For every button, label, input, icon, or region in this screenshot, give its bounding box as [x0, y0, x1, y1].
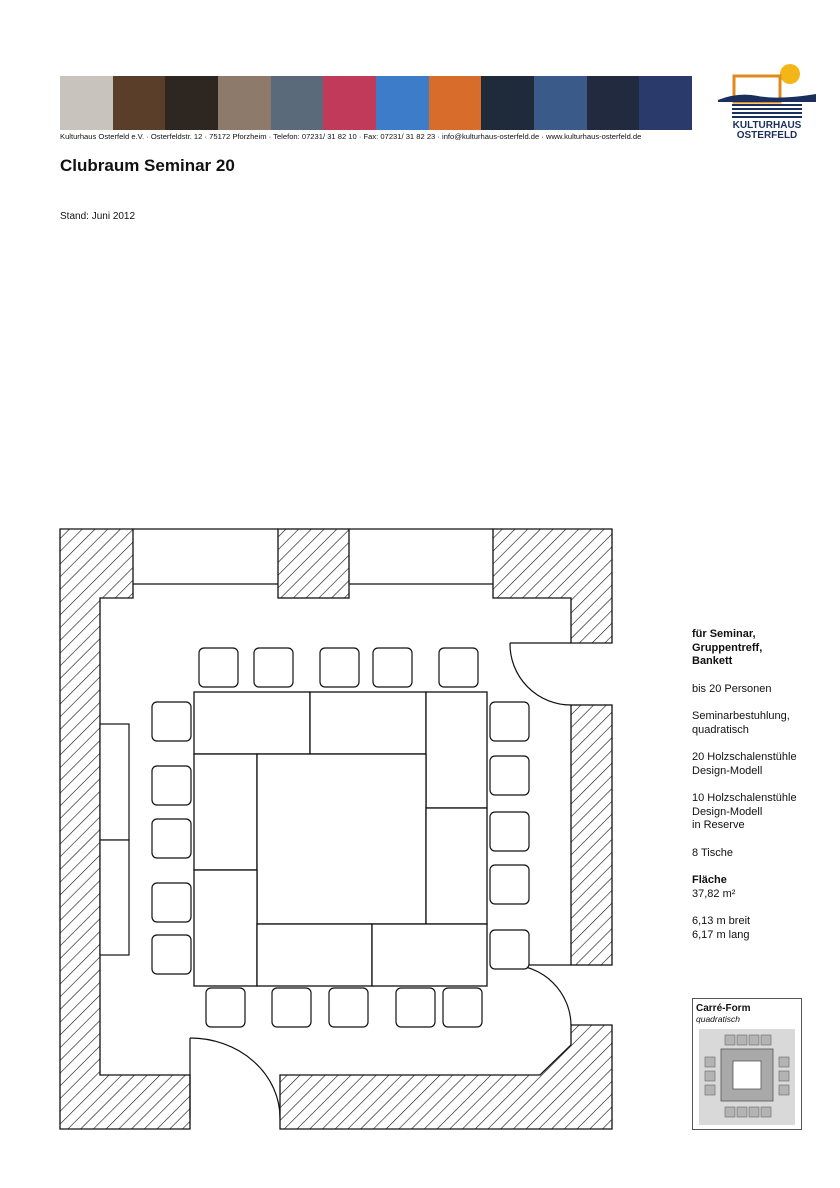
kulturhaus-logo [718, 64, 816, 118]
contact-line: Kulturhaus Osterfeld e.V. · Osterfeldstr… [60, 132, 642, 141]
banner-photo-12 [639, 76, 692, 130]
carre-chair [704, 1056, 716, 1068]
banner-photo-7 [376, 76, 429, 130]
chair [489, 864, 530, 905]
banner-photo-1 [60, 76, 113, 130]
floor-plan [59, 528, 613, 1130]
banner-photo-8 [428, 76, 482, 130]
wall-pillar-top [277, 528, 350, 599]
banner-photo-6 [323, 76, 377, 130]
logo-line-1: KULTURHAUS [732, 120, 802, 131]
sideboard [99, 723, 130, 956]
chair [151, 934, 192, 975]
wall-bottom-right [279, 1024, 613, 1130]
chair [489, 929, 530, 970]
carre-subtitle: quadratisch [696, 1014, 740, 1024]
wall-left [59, 528, 191, 1130]
info-chairs: 20 Holzschalenstühle Design-Modell [692, 751, 797, 777]
banner-photo-10 [534, 76, 587, 130]
wall-top-right [492, 528, 613, 644]
chair [198, 647, 239, 688]
info-width: 6,13 m breit [692, 915, 751, 927]
chair [438, 647, 479, 688]
chair [442, 987, 483, 1028]
info-area-label: Fläche [692, 874, 727, 886]
chair [328, 987, 369, 1028]
carre-chair [778, 1070, 790, 1082]
table [193, 753, 258, 871]
logo-line-2: OSTERFELD [736, 130, 798, 141]
banner-photo-3 [165, 76, 219, 130]
carre-chair [778, 1084, 790, 1096]
room-info: für Seminar, Gruppentreff, Bankett bis 2… [692, 628, 832, 956]
header-photo-banner [60, 76, 692, 130]
banner-photo-11 [586, 76, 640, 130]
chair [395, 987, 436, 1028]
info-seating: Seminarbestuhlung, quadratisch [692, 710, 790, 736]
info-usage: für Seminar, Gruppentreff, Bankett [692, 628, 763, 667]
chair [489, 755, 530, 796]
carre-chair [736, 1106, 748, 1118]
info-area-value: 37,82 m² [692, 887, 736, 900]
table [425, 691, 488, 809]
info-reserve: 10 Holzschalenstühle Design-Modell in Re… [692, 792, 797, 831]
chair [372, 647, 413, 688]
carre-chair [704, 1070, 716, 1082]
chair [489, 811, 530, 852]
table [371, 923, 488, 987]
info-capacity: bis 20 Personen [692, 682, 772, 695]
table [425, 807, 488, 925]
chair [319, 647, 360, 688]
info-length: 6,17 m lang [692, 928, 750, 941]
carre-diagram [699, 1029, 795, 1125]
chair [151, 818, 192, 859]
chair [151, 882, 192, 923]
carre-chair [748, 1106, 760, 1118]
carre-chair [760, 1106, 772, 1118]
table [193, 691, 311, 755]
tables [193, 691, 488, 987]
banner-photo-9 [481, 76, 535, 130]
chair [151, 701, 192, 742]
carre-form-thumbnail: Carré-Form quadratisch [692, 998, 802, 1130]
carre-chair [704, 1084, 716, 1096]
walls [59, 528, 613, 1130]
carre-chair [724, 1034, 736, 1046]
carre-chair [778, 1056, 790, 1068]
info-tables: 8 Tische [692, 846, 733, 859]
logo-text: KULTURHAUS OSTERFELD [718, 121, 816, 141]
carre-chair [724, 1106, 736, 1118]
banner-photo-2 [112, 76, 166, 130]
chair [151, 765, 192, 806]
table [256, 923, 373, 987]
banner-photo-4 [218, 76, 271, 130]
banner-photo-5 [270, 76, 324, 130]
chair [205, 987, 246, 1028]
table-center [256, 753, 427, 925]
page-title: Clubraum Seminar 20 [60, 156, 235, 175]
carre-chair [748, 1034, 760, 1046]
carre-title: Carré-Form [696, 1003, 751, 1014]
table [193, 869, 258, 987]
carre-chair [760, 1034, 772, 1046]
carre-chair [736, 1034, 748, 1046]
table [309, 691, 427, 755]
chair [253, 647, 294, 688]
room-outlines [133, 528, 493, 585]
date-stamp: Stand: Juni 2012 [60, 211, 136, 222]
chair [489, 701, 530, 742]
chair [271, 987, 312, 1028]
wall-right [570, 704, 613, 966]
chairs [151, 647, 530, 1028]
